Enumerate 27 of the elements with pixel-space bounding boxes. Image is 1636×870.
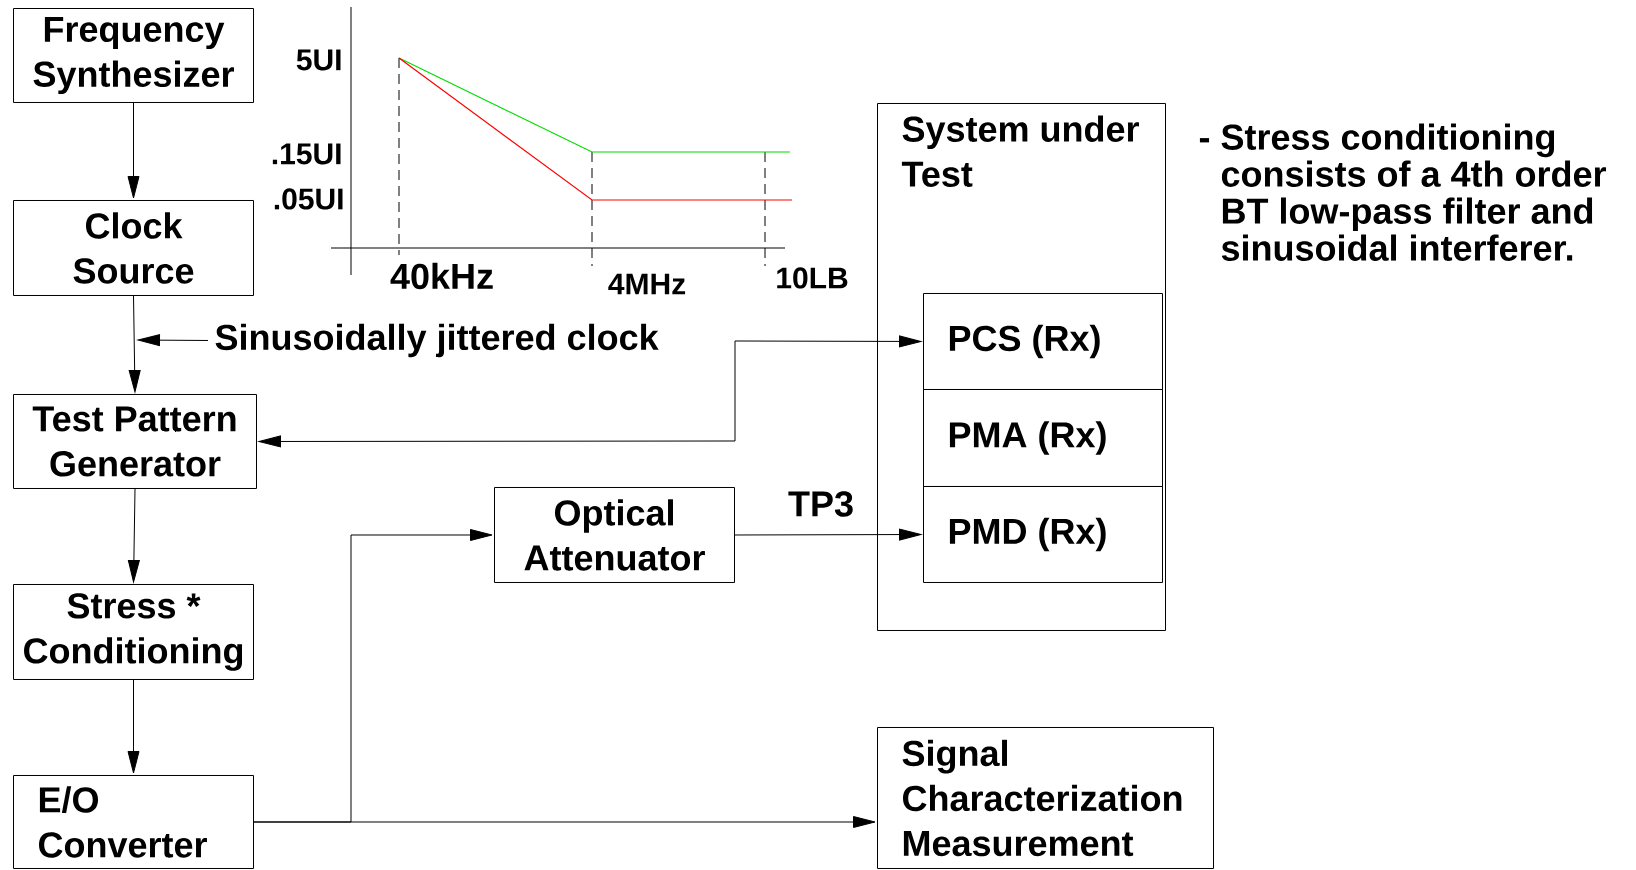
axis-label: 40kHz bbox=[390, 262, 493, 290]
note-text: - Stress conditioning consists of a 4th order BT low-pass filter and sinusoidal interferer. bbox=[1199, 123, 1606, 261]
arrow bbox=[128, 295, 141, 393]
process-box: Signal Characterization Measurement bbox=[877, 727, 1214, 869]
process-box: Frequency Synthesizer bbox=[13, 8, 254, 103]
process-box: Optical Attenuator bbox=[494, 487, 735, 583]
signal-label: Sinusoidally jittered clock bbox=[215, 323, 659, 358]
arrow bbox=[127, 679, 140, 774]
process-box: Test Pattern Generator bbox=[13, 394, 257, 489]
axis-label: 4MHz bbox=[608, 273, 686, 295]
arrow bbox=[127, 488, 140, 583]
edge-label: TP3 bbox=[788, 491, 853, 517]
arrow bbox=[258, 335, 922, 448]
axis-label: .05UI bbox=[274, 188, 343, 210]
process-box: Clock Source bbox=[13, 200, 254, 296]
axis-label: .15UI bbox=[272, 143, 341, 165]
axis-label: 10LB bbox=[777, 267, 848, 289]
axis-label: 5UI bbox=[296, 49, 341, 71]
arrow bbox=[253, 816, 876, 828]
arrow bbox=[137, 334, 209, 347]
layer-box: PCS (Rx) bbox=[923, 293, 1163, 390]
process-box: E/O Converter bbox=[13, 775, 254, 869]
arrow bbox=[734, 528, 922, 541]
process-box: Stress * Conditioning bbox=[13, 584, 254, 680]
arrow bbox=[127, 102, 140, 199]
layer-box: PMD (Rx) bbox=[923, 486, 1163, 583]
layer-box: PMA (Rx) bbox=[923, 389, 1163, 487]
